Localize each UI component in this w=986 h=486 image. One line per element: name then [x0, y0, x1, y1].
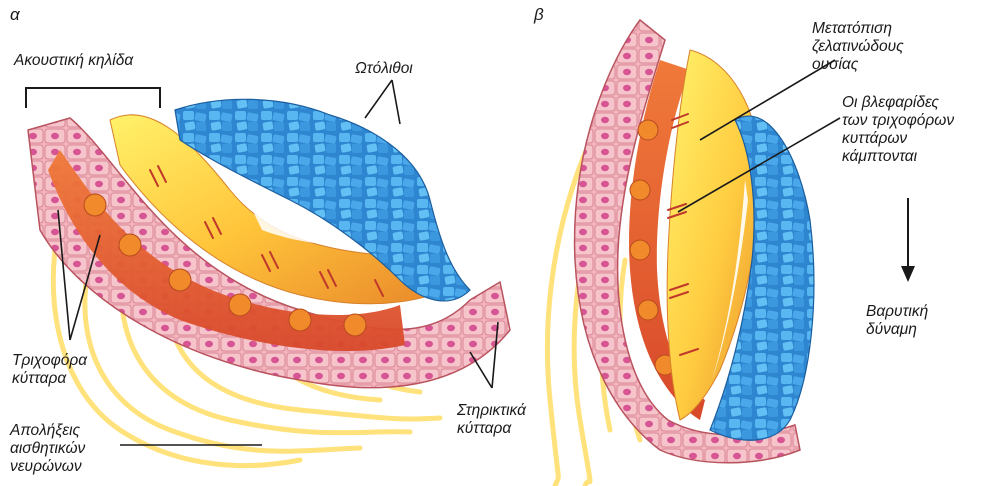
supporting-cells-label: Στηρικτικά κύτταρα	[457, 402, 526, 438]
panel-b-letter: β	[534, 6, 544, 24]
cilia-bend-label: Οι βλεφαρίδες των τριχοφόρων κυττάρων κά…	[842, 94, 954, 166]
nerve-endings-label: Απολήξεις αισθητικών νευρώνων	[10, 422, 85, 476]
otoliths-label: Ωτόλιθοι	[355, 60, 413, 78]
panel-b-illustration	[547, 20, 915, 486]
acoustic-macula-label: Ακουστική κηλίδα	[14, 52, 133, 70]
panel-a-illustration	[26, 80, 510, 466]
hair-cells-label: Τριχοφόρα κύτταρα	[12, 352, 87, 388]
gel-shift-label: Μετατόπιση ζελατινώδους ουσίας	[812, 20, 904, 74]
gravity-label: Βαρυτική δύναμη	[866, 303, 928, 339]
panel-a-letter: α	[10, 6, 20, 24]
macula-bracket	[26, 88, 160, 108]
otolith-pointer-lines	[365, 80, 400, 124]
gravity-arrow-icon	[901, 198, 915, 282]
